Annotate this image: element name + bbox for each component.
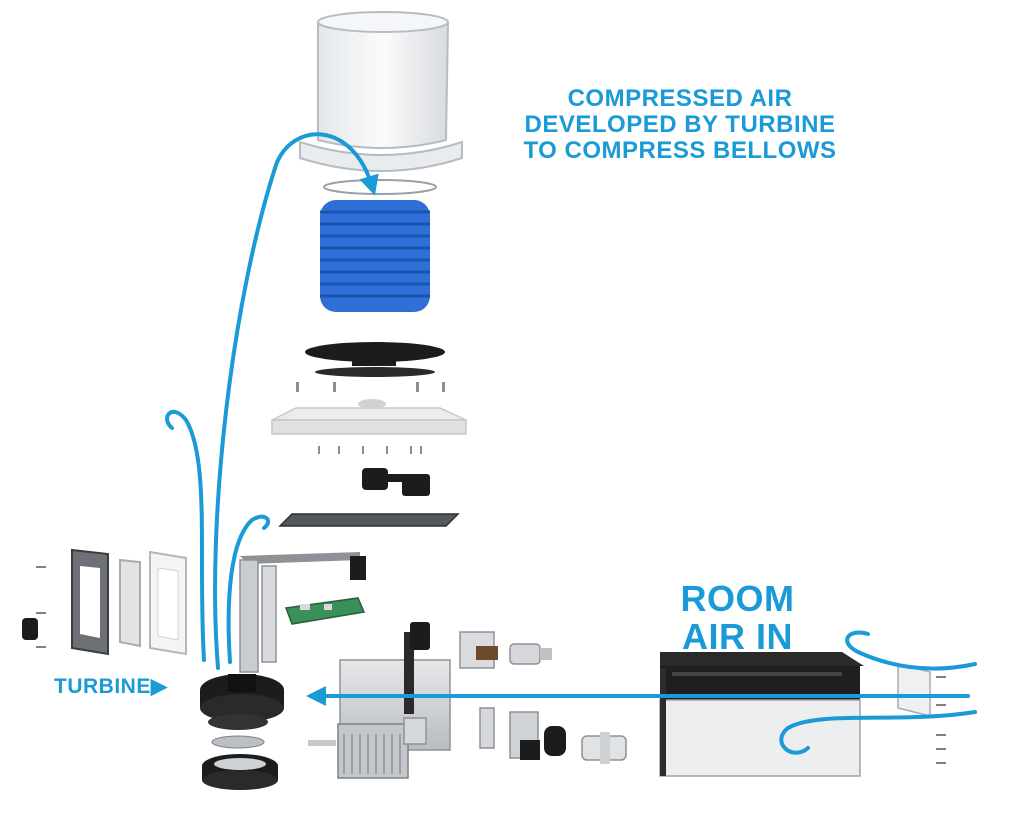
dark-frame-window [80, 566, 100, 638]
housing-box [659, 652, 864, 777]
white-frame-window [157, 567, 179, 641]
fitting-upper [509, 643, 552, 665]
room-air-line-1: ROOM [680, 578, 795, 619]
airflow-upper-curl [845, 630, 977, 671]
screws-row-1 [296, 382, 445, 392]
fitting-lower [581, 732, 627, 764]
transparent-cup [299, 11, 463, 172]
screws-row-2 [318, 446, 422, 454]
airflow-compressed [213, 132, 379, 670]
black-disc [305, 342, 445, 377]
compressed-air-line-2: DEVELOPED BY TURBINE [524, 110, 836, 138]
grille-ring [323, 179, 437, 195]
airflow-swirl-mid [226, 514, 271, 664]
screws-left [36, 566, 46, 648]
turbine-label: TURBINE▶ [54, 675, 168, 699]
compressed-air-label: COMPRESSED AIR DEVELOPED BY TURBINE TO C… [500, 86, 860, 164]
airflow-swirl-left [165, 409, 206, 662]
metal-bracket [239, 552, 366, 673]
compressed-air-line-1: COMPRESSED AIR [567, 85, 793, 112]
blue-bellows [320, 200, 430, 312]
core-machinery [308, 622, 498, 779]
dark-plate [278, 513, 460, 527]
motor-module [479, 707, 566, 760]
compressed-air-line-3: TO COMPRESS BELLOWS [523, 136, 837, 164]
valve-assembly [362, 468, 430, 496]
turbine-ring [211, 735, 265, 749]
turbine [200, 674, 284, 722]
turbine-label-text: TURBINE [54, 675, 151, 698]
turbine-disc [208, 714, 268, 730]
airflow-lower-curl [779, 710, 977, 755]
turbine-base [202, 754, 278, 790]
circuit-board [284, 597, 366, 625]
triangle-right-icon: ▶ [150, 675, 168, 698]
room-air-label: ROOM AIR IN [665, 580, 810, 656]
room-air-line-2: AIR IN [682, 615, 793, 657]
filter-panel [119, 558, 141, 648]
end-cap [22, 618, 38, 640]
base-plate [271, 399, 467, 435]
